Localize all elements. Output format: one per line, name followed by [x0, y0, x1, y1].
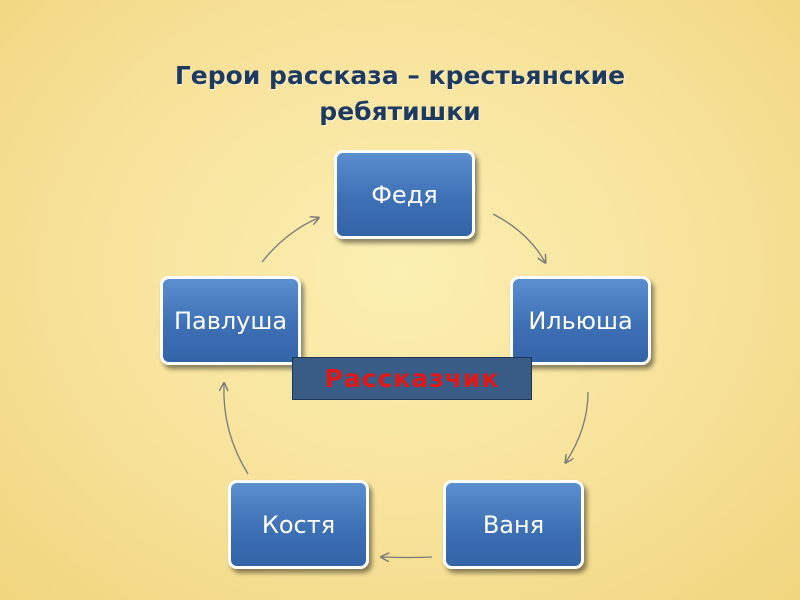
arrow-pavlusha-to-fedya — [261, 218, 318, 263]
page-title: Герои рассказа – крестьянские ребятишки — [0, 58, 800, 130]
arrow-fedya-to-ilyusha — [492, 213, 545, 262]
node-pavlusha: Павлуша — [160, 276, 301, 365]
title-line-2: ребятишки — [319, 97, 481, 126]
node-fedya: Федя — [334, 150, 475, 239]
node-kostya: Костя — [228, 480, 369, 569]
narrator-label: Рассказчик — [292, 357, 532, 400]
arrow-vanya-to-kostya — [382, 557, 433, 558]
node-vanya: Ваня — [443, 480, 584, 569]
node-ilyusha: Ильюша — [510, 276, 651, 365]
arrow-kostya-to-pavlusha — [224, 384, 249, 475]
title-line-1: Герои рассказа – крестьянские — [174, 61, 626, 90]
arrow-ilyusha-to-vanya — [566, 391, 589, 462]
